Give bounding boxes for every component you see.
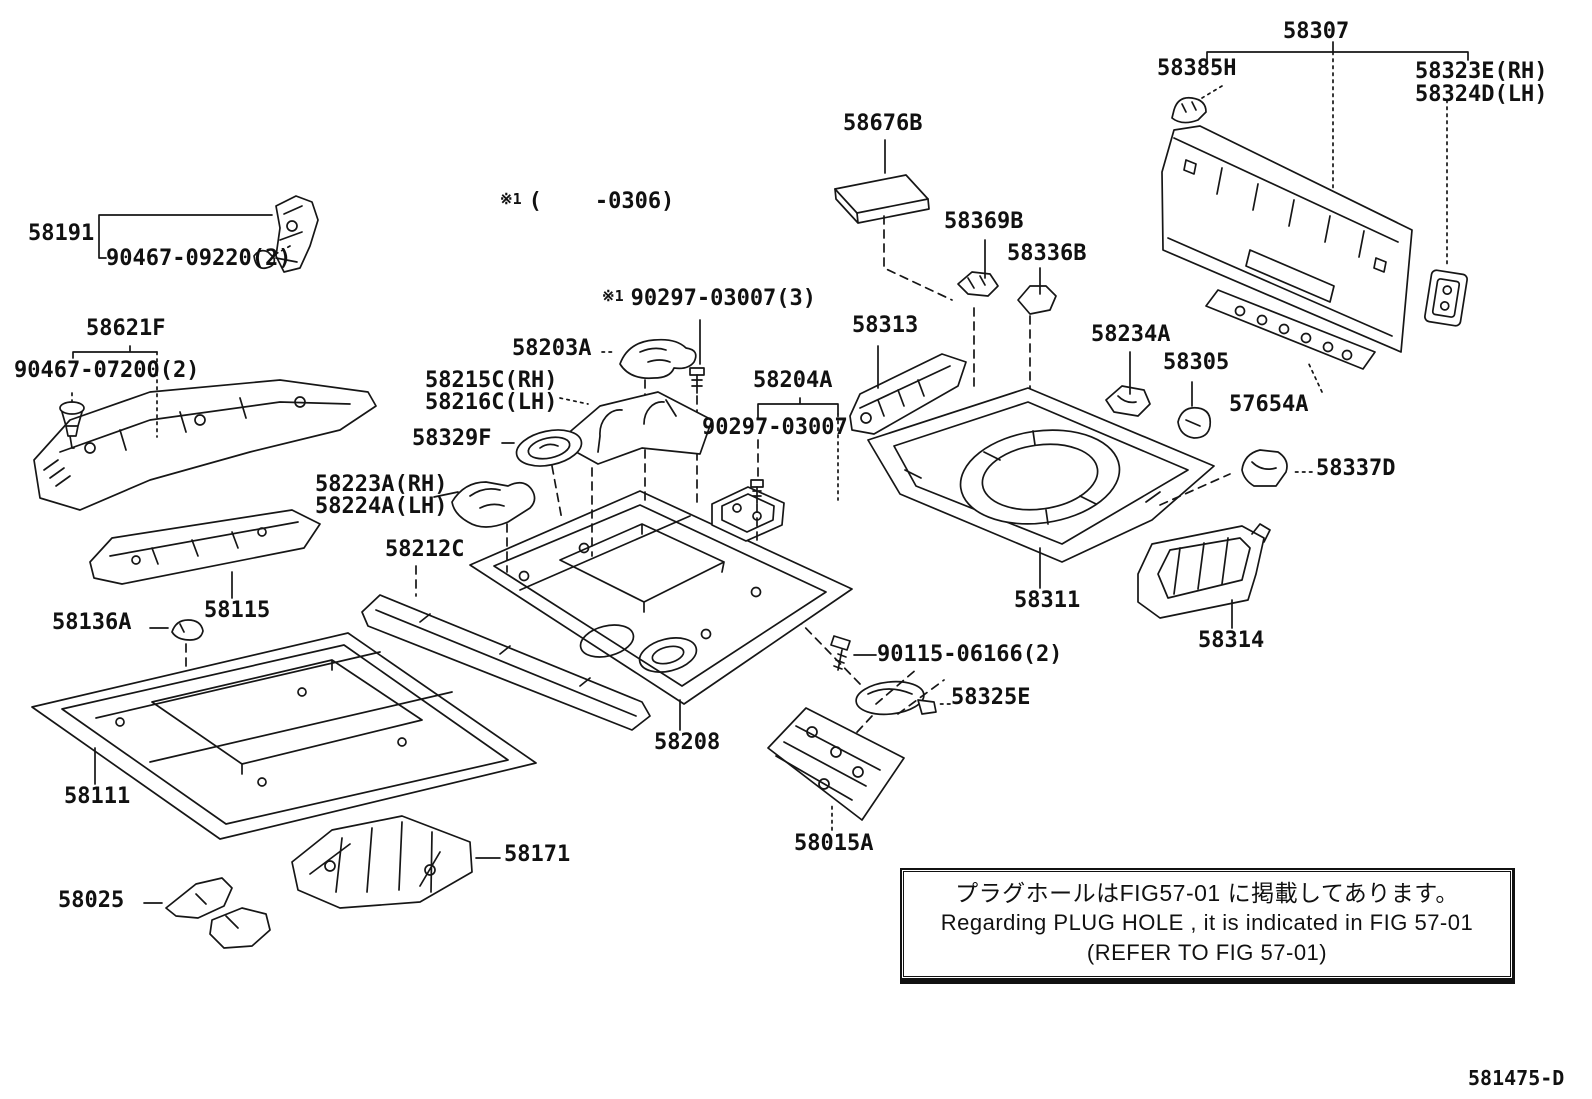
note-line-refer: (REFER TO FIG 57-01) xyxy=(1086,940,1328,965)
part-label-58191: 58191 xyxy=(28,221,95,246)
gasket-58329F-drawing xyxy=(501,429,583,521)
part-label-58324D: 58324D(LH) xyxy=(1415,82,1548,107)
part-label-58385H: 58385H xyxy=(1157,56,1237,81)
part-label-58314: 58314 xyxy=(1198,628,1265,653)
clip-58305-drawing xyxy=(1177,381,1212,439)
plate-58204A-drawing xyxy=(711,397,839,542)
part-label-58336B: 58336B xyxy=(1007,241,1087,266)
leader-58307-bracket xyxy=(1201,41,1469,267)
bracket-58369B-drawing xyxy=(957,239,999,393)
side-member-58314-drawing xyxy=(1137,523,1271,629)
part-label-90467-07200: 90467-07200(2) xyxy=(14,358,200,383)
part-label-58369B: 58369B xyxy=(944,209,1024,234)
bracket-58337D-drawing xyxy=(1159,449,1313,506)
part-label-90115-06166: 90115-06166(2) xyxy=(877,642,1063,667)
note-applicability-0306: ※1 ( -0306) xyxy=(500,190,674,213)
rail-58115-drawing xyxy=(89,509,321,599)
part-label-58025: 58025 xyxy=(58,888,125,913)
part-label-57654A: 57654A xyxy=(1229,392,1309,417)
bracket-58025-drawing xyxy=(143,877,271,949)
part-label-58216C: 58216C(LH) xyxy=(425,390,558,415)
part-label-58215C: 58215C(RH) xyxy=(425,368,558,393)
bracket-58215C-drawing xyxy=(557,391,713,557)
part-label-58337D: 58337D xyxy=(1316,456,1396,481)
part-label-58204A: 58204A xyxy=(753,368,833,393)
rear-body-panel-drawing xyxy=(1161,125,1413,353)
part-label-58305: 58305 xyxy=(1163,350,1230,375)
rail-58313-drawing xyxy=(849,345,967,435)
part-label-58307: 58307 xyxy=(1283,19,1350,44)
brace-58015A-drawing xyxy=(767,667,945,831)
part-label-58171: 58171 xyxy=(504,842,571,867)
part-label-58203A: 58203A xyxy=(512,336,592,361)
clip-58385H-drawing xyxy=(1171,96,1207,124)
part-label-58111: 58111 xyxy=(64,784,131,809)
part-label-58136A: 58136A xyxy=(52,610,132,635)
plug-hole-note-box: プラグホールはFIG57-01 に掲載してあります。 Regarding PLU… xyxy=(900,868,1515,984)
asterisk2-marker: ※1 xyxy=(602,287,624,305)
bracket-58323E-drawing xyxy=(1424,269,1468,327)
bracket-58191-drawing xyxy=(98,195,319,273)
part-label-58115: 58115 xyxy=(204,598,271,623)
part-label-58224A: 58224A(LH) xyxy=(315,494,448,519)
bracket-58223A-drawing xyxy=(433,481,536,573)
part-label-58313: 58313 xyxy=(852,313,919,338)
heat-shield-58171-drawing xyxy=(291,815,501,909)
plug-hole-note-inner: プラグホールはFIG57-01 に掲載してあります。 Regarding PLU… xyxy=(903,871,1511,977)
bolt-90115-drawing xyxy=(795,617,877,745)
disc-58325E-drawing xyxy=(855,680,951,716)
crossmember-58621F-drawing xyxy=(33,345,377,511)
part-label-58676B: 58676B xyxy=(843,111,923,136)
note-line-english: Regarding PLUG HOLE , it is indicated in… xyxy=(940,910,1474,935)
part-label-58323E: 58323E(RH) xyxy=(1415,59,1548,84)
part-label-58212C: 58212C xyxy=(385,537,465,562)
rear-floor-pan-drawing xyxy=(867,387,1215,589)
clip-90467-07200-drawing xyxy=(59,392,85,449)
asterisk1-marker: ※1 xyxy=(500,190,522,208)
bracket-58336B-drawing xyxy=(1017,267,1057,397)
center-floor-pan-drawing xyxy=(469,490,853,731)
part-label-58311: 58311 xyxy=(1014,588,1081,613)
note-applicability-text: ( -0306) xyxy=(528,189,675,214)
note-line-japanese: プラグホールはFIG57-01 に掲載してあります。 xyxy=(955,880,1459,906)
part-label-58234A: 58234A xyxy=(1091,322,1171,347)
part-label-90467-09220: 90467-09220(2) xyxy=(106,246,292,271)
part-label-90297-03007-3: ※1 90297-03007(3) xyxy=(602,287,816,310)
part-label-58329F: 58329F xyxy=(412,426,492,451)
part-number-90297-03007-3: 90297-03007(3) xyxy=(630,286,817,311)
brace-58212C-drawing xyxy=(361,565,651,731)
bracket-58234A-drawing xyxy=(1105,351,1151,417)
part-label-58208: 58208 xyxy=(654,730,721,755)
part-label-58621F: 58621F xyxy=(86,316,166,341)
figure-code: 581475-D xyxy=(1468,1066,1565,1090)
part-label-90297-03007: 90297-03007 xyxy=(702,415,848,440)
rear-reinforcement-drawing xyxy=(1205,289,1376,393)
part-label-58325E: 58325E xyxy=(951,685,1031,710)
front-floor-pan-drawing xyxy=(31,632,537,840)
plate-58676B-drawing xyxy=(834,139,953,301)
part-label-58223A: 58223A(RH) xyxy=(315,472,448,497)
part-label-58015A: 58015A xyxy=(794,831,874,856)
